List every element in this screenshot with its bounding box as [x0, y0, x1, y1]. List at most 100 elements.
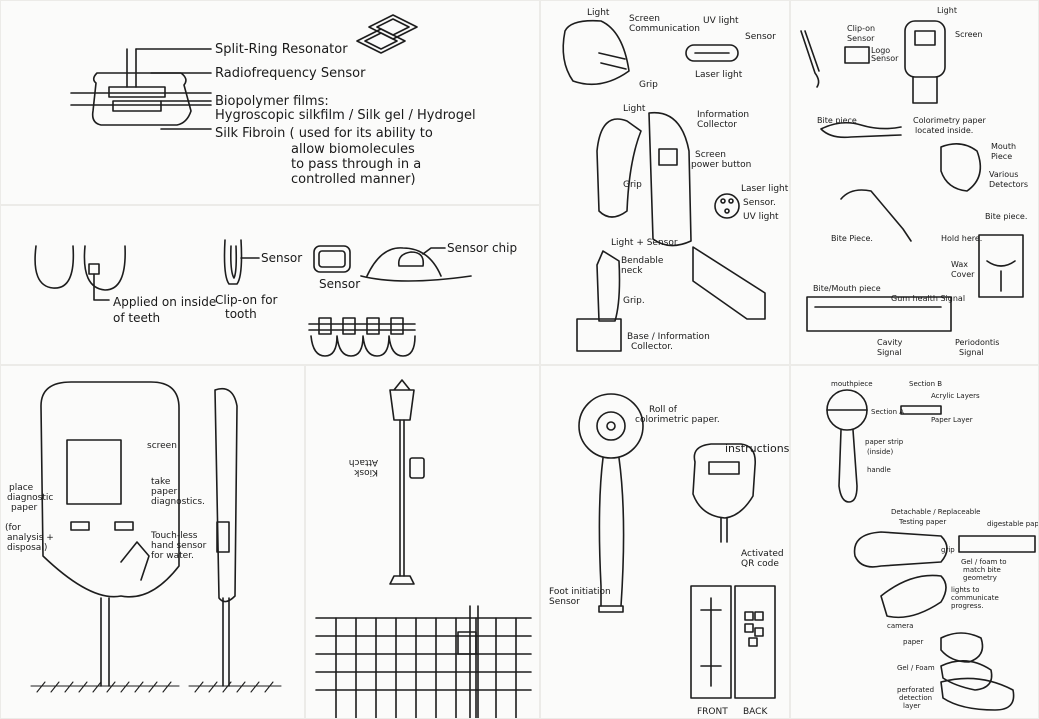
label-paper-layer: Paper Layer [931, 416, 973, 424]
label-instructions: instructions [725, 442, 790, 455]
panel-mouthpiece-detail: mouthpiece Section A Section B Acrylic L… [790, 365, 1039, 719]
lamp-kiosk-sketch: Attach Kiosk [306, 366, 540, 719]
label-bite-mouth: Bite/Mouth piece [813, 284, 881, 293]
teeth-sketch: Applied on inside of teeth Sensor Clip-o… [1, 206, 540, 365]
label-collector-2: Collector. [631, 342, 673, 352]
label-laser-light-1: Laser light [695, 70, 743, 80]
label-colorimetric-paper: colorimetric paper. [635, 415, 720, 425]
label-sensor-bracket: Sensor [319, 277, 360, 291]
label-sensor-2: Sensor. [743, 198, 776, 208]
label-hold-here: Hold here. [941, 234, 982, 243]
label-grip-p8: grip [941, 546, 955, 554]
label-sensor-1: Sensor [745, 32, 776, 42]
label-collector: Collector [697, 120, 737, 130]
label-periodontis: Periodontis [955, 338, 999, 347]
label-take: take [151, 477, 171, 487]
label-place: place [9, 483, 34, 493]
label-gel-foam-to: Gel / foam to [961, 558, 1007, 566]
back-panel-drawing [735, 586, 775, 698]
panel-mouth-pieces: Light Screen Clip-on Sensor Logo Sensor … [790, 0, 1039, 365]
label-gum-health: Gum health Signal [891, 294, 965, 303]
paper-roll-sketch: Roll of colorimetric paper. instructions… [541, 366, 790, 719]
kiosk-screen-drawing [410, 458, 424, 478]
label-gel-foam: Gel / Foam [897, 664, 935, 672]
label-roll-of: Roll of [649, 405, 678, 415]
handheld-sketch: Light Screen Communication Grip UV light… [541, 1, 790, 365]
panel-kiosk-post: screen place diagnostic paper (for analy… [0, 365, 305, 719]
label-piece: Piece [991, 152, 1012, 161]
label-light-1: Light [587, 8, 610, 18]
label-clip-on-p4: Clip-on [847, 24, 875, 33]
label-hand-sensor: hand sensor [151, 541, 207, 551]
label-silk-4: controlled manner) [291, 172, 416, 187]
panel-handheld-devices: Light Screen Communication Grip UV light… [540, 0, 790, 365]
label-screen-kiosk: screen [147, 441, 177, 451]
label-silk-3: to pass through in a [291, 157, 421, 172]
panel-paper-roll: Roll of colorimetric paper. instructions… [540, 365, 790, 719]
kiosk-post-sketch: screen place diagnostic paper (for analy… [1, 366, 305, 719]
label-communication: Communication [629, 24, 700, 34]
panel-sensor-layers: Split-Ring Resonator Radiofrequency Sens… [0, 0, 540, 205]
screen-device-drawing [905, 21, 945, 77]
label-mouthpiece: mouthpiece [831, 380, 873, 388]
label-paper-p8: paper [903, 638, 923, 646]
label-for-water: for water. [151, 551, 194, 561]
label-light-p4: Light [937, 6, 957, 15]
label-communicate: communicate [951, 594, 999, 602]
label-back: BACK [743, 707, 768, 717]
label-information: Information [697, 110, 749, 120]
paper-roll-drawing [579, 394, 643, 458]
label-located-inside: located inside. [915, 126, 973, 135]
grip-drawing [881, 575, 946, 617]
label-lights-to: lights to [951, 586, 979, 594]
label-detectors: Detectors [989, 180, 1028, 189]
device-body-drawing [563, 21, 629, 85]
label-paper: paper [11, 503, 37, 513]
label-mouth: Mouth [991, 142, 1016, 151]
label-cover: Cover [951, 270, 975, 279]
label-disposal: disposal) [7, 543, 47, 553]
label-biopolymer: Biopolymer films: [215, 94, 329, 109]
label-digestable: digestable paper [987, 520, 1039, 528]
label-geometry: geometry [963, 574, 997, 582]
label-grip-1: Grip [639, 80, 658, 90]
label-activated: Activated [741, 549, 784, 559]
label-screen-1: Screen [629, 14, 660, 24]
label-foot-initiation: Foot initiation [549, 587, 611, 597]
label-applied-inside: Applied on inside [113, 295, 216, 309]
label-silk-2: allow biomolecules [291, 142, 415, 157]
label-camera: camera [887, 622, 913, 630]
sensor-layers-sketch: Split-Ring Resonator Radiofrequency Sens… [1, 1, 540, 205]
tooth-drawing [35, 246, 73, 288]
label-foot-sensor: Sensor [549, 597, 580, 607]
label-silk-fibroin: Silk Fibroin ( used for its ability to [215, 126, 433, 141]
label-power-button: power button [691, 160, 751, 170]
label-match-bite: match bite [963, 566, 1001, 574]
label-diagnostic: diagnostic [7, 493, 53, 503]
label-front: FRONT [697, 707, 728, 717]
label-wax: Wax [951, 260, 968, 269]
mouth-pieces-sketch: Light Screen Clip-on Sensor Logo Sensor … [791, 1, 1039, 365]
label-neck: neck [621, 266, 643, 276]
panel-teeth-sensors: Applied on inside of teeth Sensor Clip-o… [0, 205, 540, 365]
label-screen-2: Screen [695, 150, 726, 160]
label-rf-sensor: Radiofrequency Sensor [215, 66, 366, 81]
label-light-sensor: Light + Sensor [611, 238, 678, 248]
label-sensor-logo: Sensor [871, 54, 899, 63]
label-detachable: Detachable / Replaceable [891, 508, 980, 516]
label-colorimetry: Colorimetry paper [913, 116, 987, 125]
label-perforated: perforated [897, 686, 934, 694]
label-progress: progress. [951, 602, 983, 610]
label-bite-piece-1: Bite piece [817, 116, 857, 125]
label-cavity: Cavity [877, 338, 903, 347]
panel-lamp-kiosk: Attach Kiosk [305, 365, 540, 719]
label-touchless: Touch-less [150, 531, 198, 541]
label-sensor-p4: Sensor [847, 34, 875, 43]
label-split-ring: Split-Ring Resonator [215, 42, 348, 57]
label-section-b: Section B [909, 380, 942, 388]
label-various: Various [989, 170, 1018, 179]
label-hygroscopic: Hygroscopic silkfilm / Silk gel / Hydrog… [215, 108, 476, 123]
mouthpiece-detail-sketch: mouthpiece Section A Section B Acrylic L… [791, 366, 1039, 719]
label-kiosk: Kiosk [353, 467, 378, 477]
